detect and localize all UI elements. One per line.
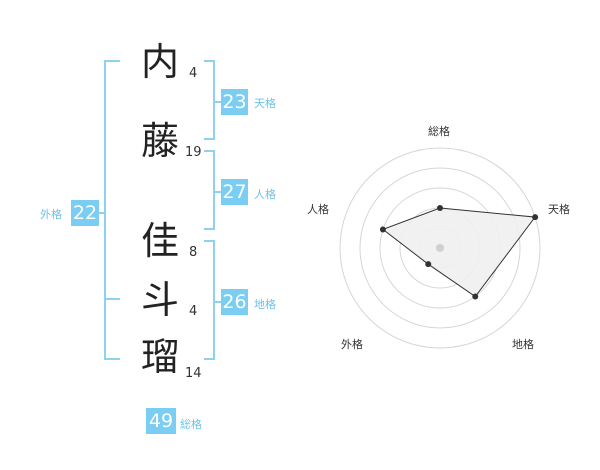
stroke-count-3: 8 bbox=[189, 245, 198, 260]
stroke-count-5: 14 bbox=[185, 366, 202, 381]
stroke-count-2: 19 bbox=[185, 145, 202, 160]
stroke-count-4: 4 bbox=[189, 304, 198, 319]
name-char-5: 瑠 bbox=[141, 335, 180, 379]
radar-area bbox=[381, 207, 537, 298]
stroke-count-1: 4 bbox=[189, 66, 198, 81]
soukaku-badge: 49 bbox=[146, 408, 176, 434]
radar-center-dot bbox=[436, 244, 444, 252]
jinkaku-label: 人格 bbox=[254, 188, 276, 201]
radar-axis-label-tenkaku: 天格 bbox=[548, 203, 570, 216]
radar-point-5 bbox=[379, 226, 386, 233]
radar-axis-label-chikaku: 地格 bbox=[512, 338, 534, 351]
radar-point-4 bbox=[425, 261, 432, 268]
name-char-4: 斗 bbox=[141, 278, 180, 322]
radar-ring bbox=[359, 167, 521, 329]
tenkaku-label: 天格 bbox=[254, 97, 276, 110]
radar-point-1 bbox=[437, 205, 443, 211]
radar-axis-label-soukaku: 総格 bbox=[428, 125, 450, 138]
name-char-3: 佳 bbox=[141, 219, 180, 263]
radar-axis-label-gaikaku: 外格 bbox=[341, 338, 363, 351]
chikaku-label: 地格 bbox=[254, 298, 276, 311]
radar-ring bbox=[339, 147, 541, 349]
gaikaku-label: 外格 bbox=[40, 208, 62, 221]
jinkaku-badge: 27 bbox=[221, 179, 248, 205]
radar-point-2 bbox=[532, 214, 539, 221]
tenkaku-badge: 23 bbox=[221, 89, 248, 115]
name-char-2: 藤 bbox=[141, 119, 180, 163]
radar-point-3 bbox=[472, 293, 479, 300]
soukaku-label: 総格 bbox=[180, 418, 202, 431]
radar-axis-label-jinkaku: 人格 bbox=[307, 203, 329, 216]
chikaku-badge: 26 bbox=[221, 289, 248, 315]
name-char-1: 内 bbox=[141, 40, 180, 84]
gaikaku-badge: 22 bbox=[71, 200, 99, 226]
